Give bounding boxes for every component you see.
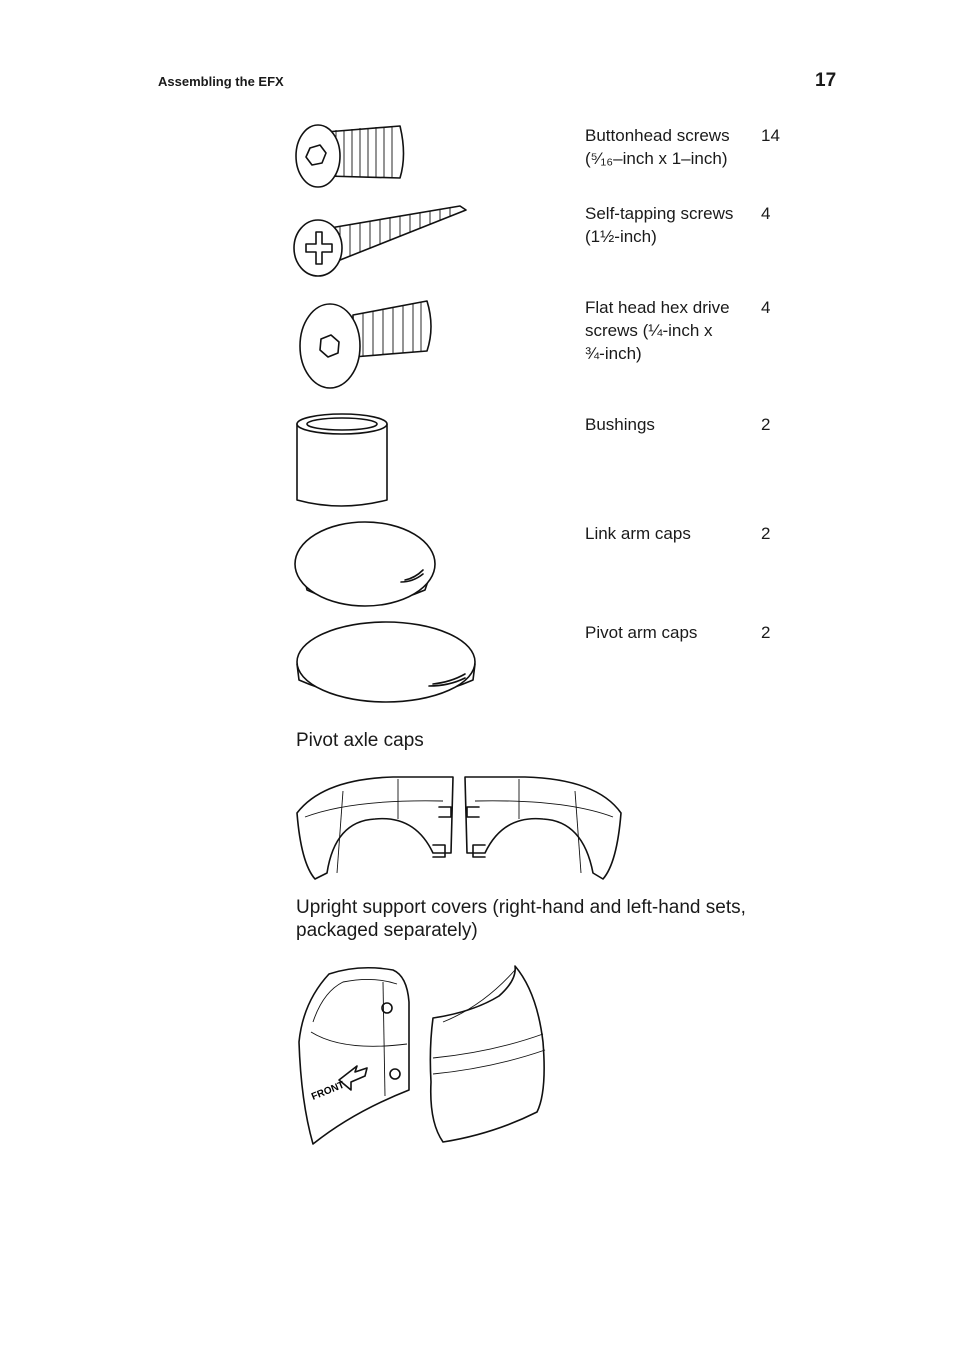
part-label-line: Bushings [585, 415, 655, 434]
buttonhead-screw-icon [295, 124, 405, 188]
caption-pivot-axle-caps: Pivot axle caps [296, 730, 424, 751]
part-label-line: screws (¼-inch x [585, 321, 713, 340]
part-label-pivot-arm-caps: Pivot arm caps [585, 621, 750, 644]
part-qty: 2 [761, 524, 771, 543]
upright-support-cover-icon: FRONT [298, 965, 546, 1145]
part-label-line: ¾-inch) [585, 344, 642, 363]
pivot-arm-cap-icon [296, 621, 476, 703]
part-qty: 14 [761, 126, 780, 145]
flat-head-hex-screw-icon [299, 300, 432, 389]
part-qty: 2 [761, 415, 771, 434]
part-label-line: (1½-inch) [585, 227, 657, 246]
pivot-axle-cap-icon [296, 776, 622, 880]
running-header: Assembling the EFX [158, 74, 284, 89]
part-label-self-tapping-screws: Self-tapping screws (1½-inch) [585, 202, 750, 248]
part-qty: 4 [761, 204, 771, 223]
part-label-line: Flat head hex drive [585, 298, 730, 317]
part-label-link-arm-caps: Link arm caps [585, 522, 750, 545]
part-label-bushings: Bushings [585, 413, 750, 436]
part-label-flat-head-hex-screws: Flat head hex drive screws (¼-inch x ¾-i… [585, 296, 750, 365]
part-label-line: Buttonhead screws [585, 126, 730, 145]
self-tapping-screw-icon [293, 205, 467, 277]
link-arm-cap-icon [294, 521, 436, 607]
part-label-buttonhead-screws: Buttonhead screws (⁵⁄₁₆–inch x 1–inch) [585, 124, 750, 170]
part-label-line: Link arm caps [585, 524, 691, 543]
part-qty: 2 [761, 623, 771, 642]
part-qty: 4 [761, 298, 771, 317]
part-label-line: (⁵⁄₁₆–inch x 1–inch) [585, 149, 728, 168]
caption-upright-support-covers: Upright support covers (right-hand and l… [296, 896, 796, 942]
part-label-line: Self-tapping screws [585, 204, 734, 223]
bushing-icon [296, 413, 388, 507]
part-label-line: Pivot arm caps [585, 623, 698, 642]
page-number: 17 [815, 70, 837, 91]
caption-line: Upright support covers (right-hand and l… [296, 897, 746, 918]
caption-line: packaged separately) [296, 920, 478, 941]
